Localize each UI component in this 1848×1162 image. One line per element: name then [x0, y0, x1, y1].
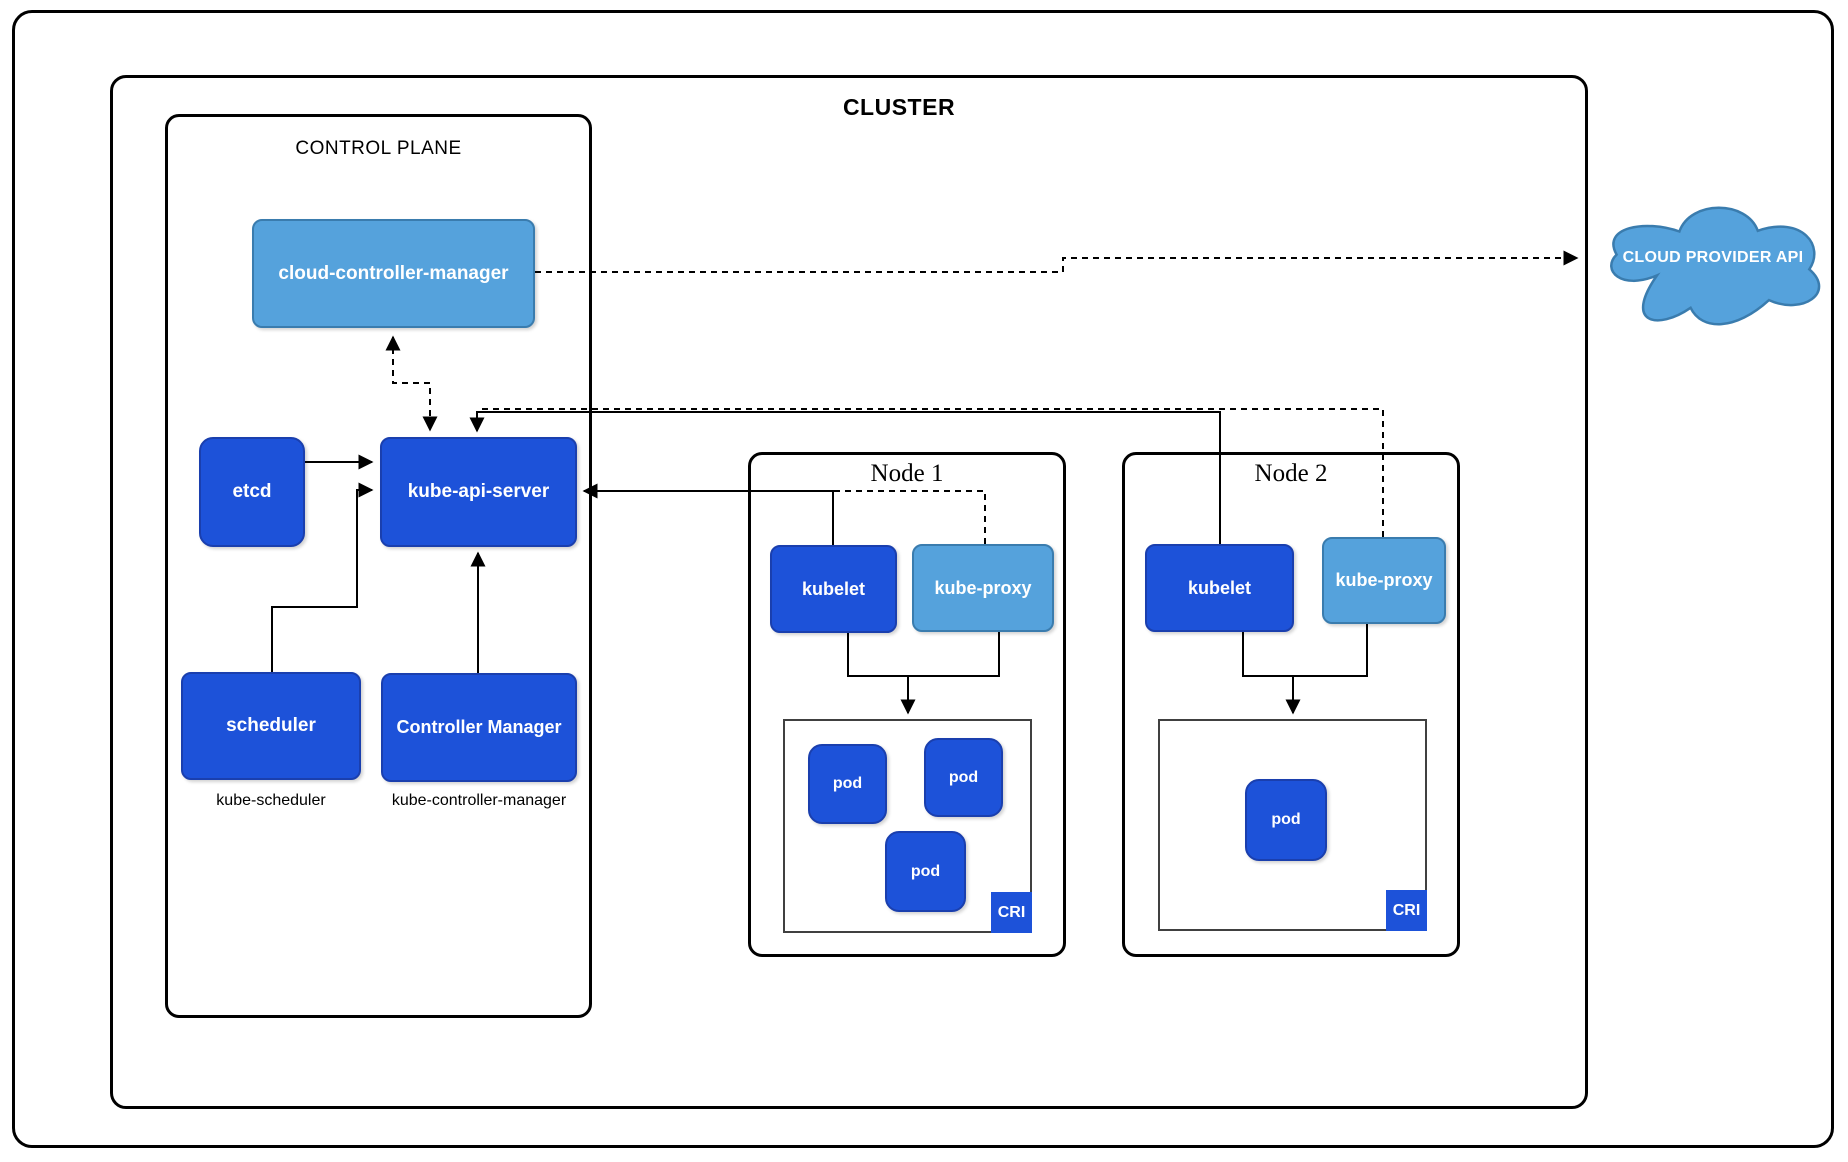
- node2-kube-proxy-node: kube-proxy: [1322, 537, 1446, 624]
- node2-cri-badge: CRI: [1386, 890, 1427, 931]
- node2-pod-1: pod: [1245, 779, 1327, 861]
- pod-label: pod: [832, 775, 863, 792]
- node1-pod-3: pod: [885, 831, 966, 912]
- node2-kubelet-node: kubelet: [1145, 544, 1294, 632]
- kubelet-label: kubelet: [1187, 577, 1252, 598]
- control-plane-title: CONTROL PLANE: [295, 138, 462, 159]
- cloud-controller-manager-label: cloud-controller-manager: [278, 262, 509, 284]
- edge-node1-agents-join: [847, 632, 1000, 677]
- edge-kubelet1-api: [582, 483, 834, 545]
- kube-api-server-node: kube-api-server: [380, 437, 577, 547]
- node2-frame: [1122, 452, 1460, 957]
- cluster-title: CLUSTER: [842, 94, 956, 120]
- control-plane-frame: [165, 114, 592, 1018]
- pod-label: pod: [948, 768, 979, 786]
- node2-title: Node 2: [1254, 460, 1328, 487]
- scheduler-label: scheduler: [226, 715, 316, 736]
- controller-manager-label: Controller Manager: [396, 717, 562, 737]
- node2-cri-container: [1158, 719, 1427, 931]
- pod-label: pod: [1271, 811, 1301, 828]
- edge-kubelet2-api: [469, 411, 1221, 544]
- edge-ccm-cloud: [535, 250, 1579, 273]
- edge-kubeproxy1-api: [833, 490, 986, 544]
- node1-cri-badge: CRI: [991, 892, 1032, 933]
- etcd-node: etcd: [199, 437, 305, 547]
- edge-scheduler-api: [271, 482, 374, 672]
- cloud-provider-api-label: CLOUD PROVIDER API: [1622, 249, 1804, 266]
- node1-pod-1: pod: [808, 744, 887, 824]
- scheduler-node: scheduler: [181, 672, 361, 780]
- cri-label: CRI: [997, 903, 1026, 921]
- kube-proxy-label: kube-proxy: [1335, 570, 1433, 590]
- kubelet-label: kubelet: [801, 578, 866, 599]
- cloud-provider-api-shape: [1610, 206, 1821, 326]
- cri-label: CRI: [1392, 901, 1421, 919]
- node1-kube-proxy-node: kube-proxy: [912, 544, 1054, 632]
- node1-title: Node 1: [870, 460, 944, 487]
- etcd-label: etcd: [232, 481, 272, 502]
- cluster-frame: [110, 75, 1588, 1109]
- kube-api-server-label: kube-api-server: [407, 481, 550, 502]
- cloud-controller-manager-node: cloud-controller-manager: [252, 219, 535, 328]
- controller-manager-node: Controller Manager: [381, 673, 577, 782]
- node1-frame: [748, 452, 1066, 957]
- edge-node2-agents-join: [1242, 624, 1368, 677]
- node1-cri-container: [783, 719, 1032, 933]
- node1-pod-2: pod: [924, 738, 1003, 817]
- edge-ccm-api: [385, 335, 438, 432]
- page-border: [12, 10, 1834, 1148]
- edge-kubeproxy2-api: [479, 408, 1384, 537]
- kube-scheduler-caption: kube-scheduler: [216, 792, 326, 809]
- node1-kubelet-node: kubelet: [770, 545, 897, 633]
- kube-proxy-label: kube-proxy: [934, 577, 1032, 598]
- pod-label: pod: [910, 862, 941, 880]
- kube-controller-manager-caption: kube-controller-manager: [391, 792, 567, 809]
